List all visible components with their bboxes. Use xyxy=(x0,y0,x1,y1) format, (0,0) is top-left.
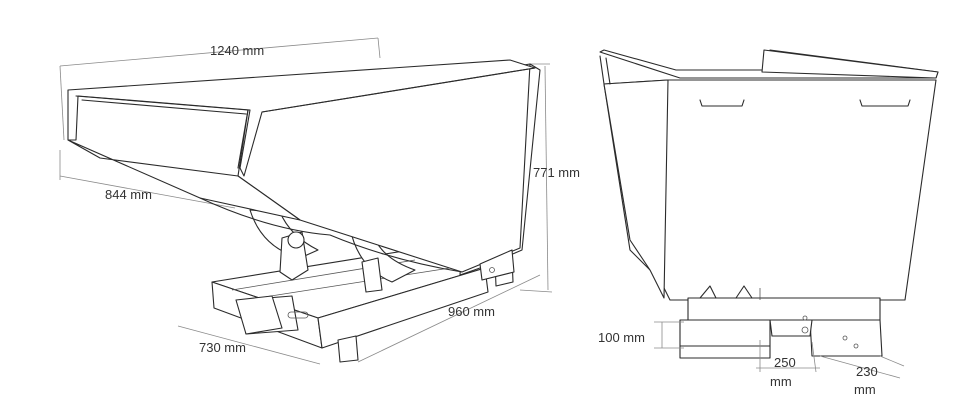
dim-depth-line xyxy=(59,150,236,209)
fork-width-unit: mm xyxy=(854,382,876,397)
dim-height-line xyxy=(519,63,553,293)
dim-base-width-line xyxy=(177,325,321,365)
fork-spacing-value: 250 xyxy=(774,355,796,370)
front-handle-plate xyxy=(235,295,309,335)
dim-base-length-line xyxy=(357,274,541,363)
hopper-body xyxy=(67,59,541,281)
base-length-label: 960 mm xyxy=(448,304,495,319)
grab-handle-right xyxy=(859,99,911,107)
dim-width-line xyxy=(59,37,381,141)
height-label: 771 mm xyxy=(533,165,580,180)
fork-height-label: 100 mm xyxy=(598,330,645,345)
fork-spacing-unit: mm xyxy=(770,374,792,389)
base-width-label: 730 mm xyxy=(199,340,246,355)
fork-width-value: 230 xyxy=(856,364,878,379)
base-frame xyxy=(211,249,514,363)
fork-pockets xyxy=(679,285,883,359)
dim-fork-spacing-line xyxy=(756,340,820,373)
hopper-perspective-view xyxy=(59,37,553,365)
grab-handle-left xyxy=(699,99,745,107)
dim-fork-height-line xyxy=(654,321,684,349)
dim-fork-width-line xyxy=(819,355,905,379)
rear-body xyxy=(599,49,939,301)
depth-label: 844 mm xyxy=(105,187,152,202)
width-label: 1240 mm xyxy=(210,43,265,58)
